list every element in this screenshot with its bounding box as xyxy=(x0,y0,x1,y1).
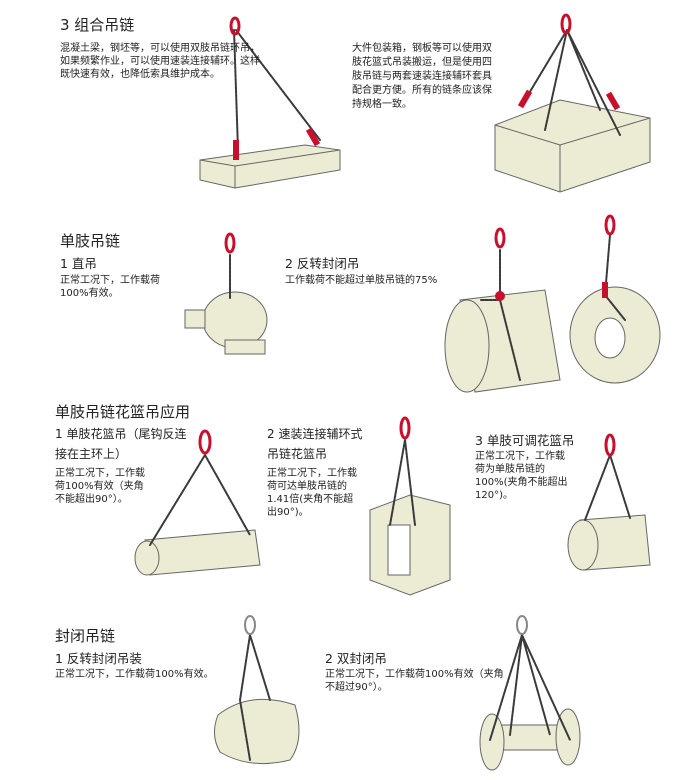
single-title: 单肢吊链 xyxy=(60,232,121,250)
motor-illustration xyxy=(184,232,268,355)
choke-item1-title: 1 反转封闭吊装 xyxy=(55,651,142,666)
ring-illustration xyxy=(569,214,661,384)
basket-item3-title: 3 单肢可调花篮吊 xyxy=(475,433,575,448)
beam-illustration xyxy=(199,16,341,189)
single-item2-title: 2 反转封闭吊 xyxy=(285,256,360,271)
basket-item2-title: 2 速装连接辅环式吊链花篮吊 xyxy=(267,427,363,461)
drum-illustration xyxy=(444,227,561,393)
combo-title: 3 组合吊链 xyxy=(60,16,135,34)
frame-illustration xyxy=(369,416,451,596)
basket-item1-text: 正常工况下，工作载荷100%有效（夹角不能超出90°）。 xyxy=(55,468,145,505)
choke-title: 封闭吊链 xyxy=(55,627,116,645)
bag-illustration xyxy=(214,615,300,765)
crate-illustration xyxy=(494,13,651,193)
single-item1-text: 正常工况下，工作载荷100%有效。 xyxy=(60,275,160,299)
roll-illustration xyxy=(567,433,651,571)
single-item2-text: 工作载荷不能超过单肢吊链的75% xyxy=(285,275,438,286)
pipe-illustration xyxy=(134,429,261,576)
choke-item2-text: 正常工况下，工作载荷100%有效（夹角不超过90°）。 xyxy=(325,669,504,693)
combo-left-text: 混凝土梁，钢坯等，可以使用双肢吊链环吊，如果频繁作业，可以使用速装连接辅环。这样… xyxy=(60,43,260,80)
single-item1-title: 1 直吊 xyxy=(60,256,97,271)
combo-right-text: 大件包装箱，钢板等可以使用双肢花篮式吊装搬运，但是使用四肢吊链与两套速装连接辅环… xyxy=(352,43,492,110)
basket-item2-text: 正常工况下，工作载荷可达单肢吊链的1.41倍(夹角不能超出90°)。 xyxy=(267,468,357,518)
basket-item3-text: 正常工况下，工作载荷为单肢吊链的100%(夹角不能超出120°)。 xyxy=(475,451,568,501)
basket-item1-title: 1 单肢花篮吊（尾钩反连接在主环上） xyxy=(55,427,187,461)
choke-item2-title: 2 双封闭吊 xyxy=(325,651,387,666)
spool-illustration xyxy=(479,615,581,771)
choke-item1-text: 正常工况下，工作载荷100%有效。 xyxy=(55,669,214,680)
basket-title: 单肢吊链花篮吊应用 xyxy=(55,403,191,421)
